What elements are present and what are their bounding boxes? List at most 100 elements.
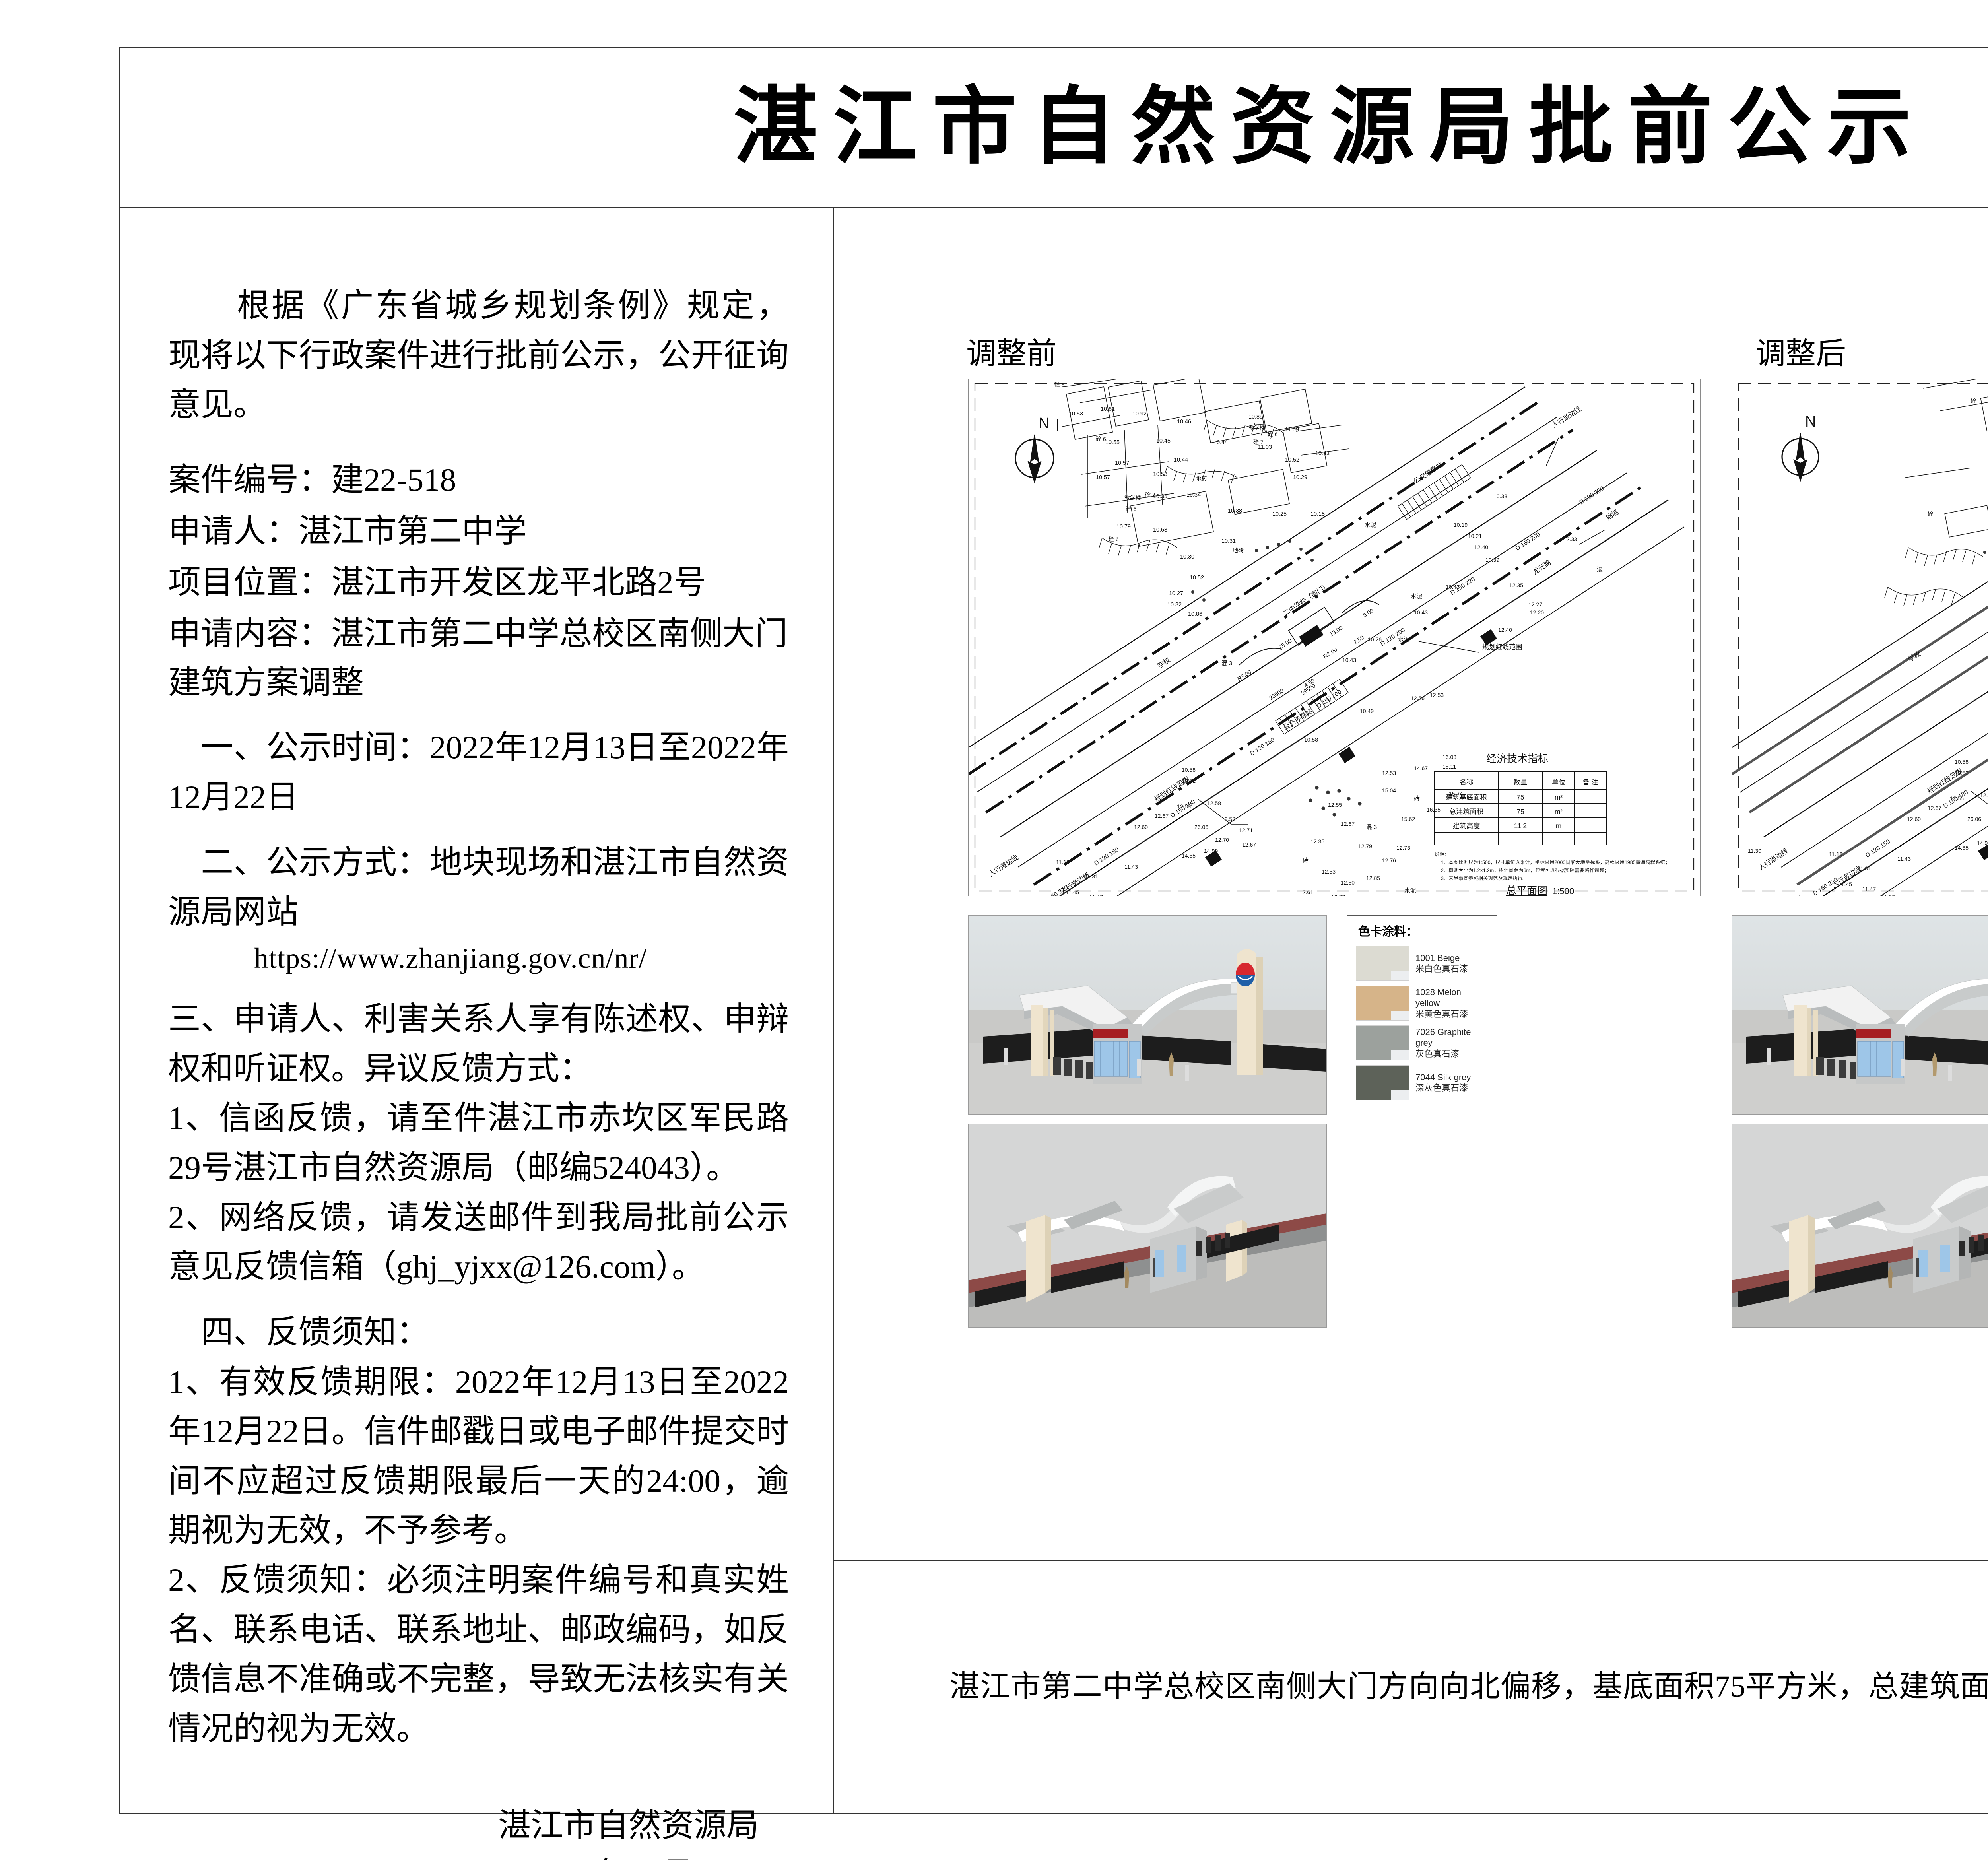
svg-text:10.25: 10.25 — [1272, 511, 1287, 517]
svg-text:教学楼: 教学楼 — [1248, 425, 1265, 431]
svg-text:14.85: 14.85 — [1182, 852, 1196, 859]
svg-text:12.85: 12.85 — [1366, 875, 1380, 881]
svg-text:12.55: 12.55 — [1950, 795, 1964, 802]
svg-text:12.67: 12.67 — [1341, 821, 1355, 827]
color-swatch-row: 7026 Graphite grey 灰色真石漆 — [1356, 1025, 1488, 1060]
svg-text:10.45: 10.45 — [1156, 438, 1171, 444]
document-frame — [119, 47, 1988, 1814]
svg-text:1:500: 1:500 — [1552, 886, 1574, 896]
svg-text:14.85: 14.85 — [1955, 845, 1969, 851]
svg-text:12.40: 12.40 — [1474, 544, 1488, 550]
color-swatch-row: 1001 Beige 米白色真石漆 — [1356, 946, 1488, 981]
svg-text:75: 75 — [1516, 808, 1524, 815]
column-divider — [833, 208, 834, 1813]
swatch-label-1028: 1028 Melon yellow 米黄色真石漆 — [1415, 987, 1468, 1019]
svg-text:14.67: 14.67 — [1414, 765, 1428, 771]
svg-text:12.53: 12.53 — [1382, 770, 1396, 776]
svg-text:12.76: 12.76 — [1382, 857, 1396, 864]
svg-text:0.44: 0.44 — [1217, 439, 1228, 446]
svg-text:12.35: 12.35 — [1310, 838, 1324, 845]
publicity-website-url[interactable]: https://www.zhanjiang.gov.cn/nr/ — [254, 942, 647, 975]
svg-text:10.38: 10.38 — [1228, 508, 1242, 514]
svg-text:15.74: 15.74 — [1449, 790, 1463, 797]
svg-text:挡墙: 挡墙 — [1605, 508, 1620, 522]
svg-text:15.11: 15.11 — [1442, 763, 1456, 770]
svg-text:1、本图比例尺为1:500，尺寸单位以米计，坐标采用2000: 1、本图比例尺为1:500，尺寸单位以米计，坐标采用2000国家大地坐标系，高程… — [1441, 859, 1670, 865]
svg-text:2、树池大小为1.2×1.2m，树池间距为6m，位置可以根据: 2、树池大小为1.2×1.2m，树池间距为6m，位置可以根据实际需要略作调整； — [1441, 867, 1609, 873]
svg-text:12.55: 12.55 — [1177, 803, 1191, 810]
svg-text:12.20: 12.20 — [1530, 609, 1544, 615]
svg-text:12.56: 12.56 — [1411, 695, 1425, 701]
svg-text:龙元路: 龙元路 — [1532, 559, 1553, 576]
svg-text:10.35: 10.35 — [1153, 493, 1167, 500]
svg-text:水泥: 水泥 — [1398, 636, 1410, 643]
svg-text:10.58: 10.58 — [1304, 736, 1318, 743]
svg-text:m: m — [1556, 822, 1561, 830]
svg-text:10.57: 10.57 — [1096, 474, 1110, 481]
svg-text:3、未尽事宜参照相关规范及规定执行。: 3、未尽事宜参照相关规范及规定执行。 — [1441, 875, 1528, 881]
svg-text:10.27: 10.27 — [1169, 590, 1183, 597]
svg-text:12.58: 12.58 — [1221, 816, 1235, 822]
render-gate-aerial-before — [968, 1124, 1327, 1328]
field-applicant: 申请人：湛江市第二中学 — [168, 513, 527, 549]
swatch-chip-1001 — [1356, 946, 1409, 981]
svg-text:人行道边线: 人行道边线 — [988, 854, 1020, 878]
caption-divider — [834, 1560, 1988, 1561]
svg-text:75: 75 — [1516, 793, 1524, 801]
svg-text:10.43: 10.43 — [1414, 609, 1428, 615]
svg-text:12.53: 12.53 — [1322, 868, 1336, 875]
title-band: 湛江市自然资源局批前公示 — [119, 47, 1988, 208]
svg-text:11.45: 11.45 — [1066, 889, 1079, 895]
svg-text:10.92: 10.92 — [1132, 411, 1147, 417]
label-before-adjustment: 调整前 — [966, 337, 1057, 371]
field-project-location: 项目位置：湛江市开发区龙平北路2号 — [168, 564, 707, 600]
svg-text:10.29: 10.29 — [1293, 474, 1307, 481]
svg-text:D 120 180: D 120 180 — [1249, 736, 1276, 757]
site-plan-before: N — [968, 379, 1701, 896]
svg-text:10.34: 10.34 — [1186, 492, 1201, 498]
svg-text:二中学校（南门）: 二中学校（南门） — [1282, 582, 1331, 617]
svg-text:10.53: 10.53 — [1069, 411, 1083, 417]
svg-text:11.09: 11.09 — [1285, 427, 1299, 433]
svg-text:D 120 300: D 120 300 — [1578, 485, 1605, 506]
svg-text:砼 6: 砼 6 — [1109, 536, 1119, 542]
svg-text:12.67: 12.67 — [1242, 841, 1256, 848]
svg-text:砼: 砼 — [1971, 398, 1976, 404]
swatch-chip-7044 — [1356, 1065, 1409, 1100]
section-publicity-method: 二、公示方式：地块现场和湛江市自然资源局网站 — [168, 844, 789, 930]
svg-text:D 150 200: D 150 200 — [1514, 531, 1541, 552]
svg-text:砼 6: 砼 6 — [1054, 382, 1065, 388]
svg-text:人行道边线: 人行道边线 — [1551, 405, 1583, 430]
svg-text:R3.00: R3.00 — [1322, 647, 1338, 660]
section-publicity-period: 一、公示时间：2022年12月13日至2022年12月22日 — [168, 729, 789, 815]
drawings-column: 调整前 调整后 N — [834, 210, 1988, 1813]
signature-date: 2022年12月13日 — [168, 1850, 759, 1860]
svg-text:12.58: 12.58 — [1207, 800, 1221, 806]
svg-text:砼 7: 砼 7 — [1253, 439, 1264, 445]
svg-text:10.26: 10.26 — [1368, 636, 1382, 643]
svg-text:16.03: 16.03 — [1442, 754, 1456, 760]
feedback-method-letter: 1、信函反馈，请至件湛江市赤坎区军民路29号湛江市自然资源局（邮编524043）… — [168, 1100, 789, 1186]
signature-organization: 湛江市自然资源局 — [498, 1807, 759, 1843]
svg-text:11.47: 11.47 — [1862, 886, 1876, 892]
svg-text:10.52: 10.52 — [1190, 575, 1204, 581]
caption-area: 湛江市第二中学总校区南侧大门方向向北偏移，基底面积75平方米，总建筑面积75平方… — [834, 1561, 1988, 1812]
svg-text:砼 6: 砼 6 — [1096, 436, 1106, 442]
svg-text:10.33: 10.33 — [1493, 493, 1507, 499]
project-caption: 湛江市第二中学总校区南侧大门方向向北偏移，基底面积75平方米，总建筑面积75平方… — [949, 1670, 1988, 1703]
svg-text:12.61: 12.61 — [1299, 889, 1313, 895]
field-case-number: 案件编号：建22-518 — [168, 461, 456, 498]
svg-text:N: N — [1805, 414, 1816, 430]
render-gate-aerial-after — [1732, 1124, 1988, 1328]
svg-text:7.50: 7.50 — [1352, 635, 1365, 646]
swatch-label-7026: 7026 Graphite grey 灰色真石漆 — [1415, 1027, 1471, 1059]
svg-text:10.43: 10.43 — [1342, 657, 1356, 663]
svg-text:12.67: 12.67 — [1928, 805, 1941, 811]
color-swatch-row: 1028 Melon yellow 米黄色真石漆 — [1356, 986, 1488, 1021]
svg-text:建筑基底面积: 建筑基底面积 — [1446, 793, 1487, 801]
svg-text:26.06: 26.06 — [1194, 824, 1208, 830]
label-after-adjustment: 调整后 — [1755, 337, 1846, 371]
svg-text:10.39: 10.39 — [1485, 557, 1499, 563]
svg-text:10.57: 10.57 — [1115, 460, 1129, 466]
